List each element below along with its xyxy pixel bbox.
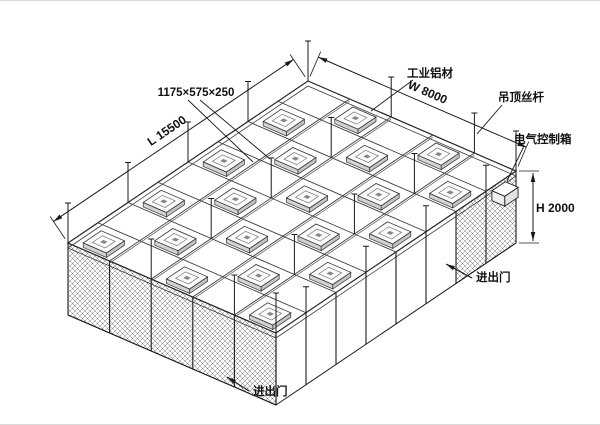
door-right-label: 进出门 xyxy=(476,270,511,284)
length-dimension-label: L 15500 xyxy=(145,112,189,148)
door-bottom-label: 进出门 xyxy=(253,384,288,398)
material-label: 工业铝材 xyxy=(407,66,453,80)
width-dimension-label: W 8000 xyxy=(406,78,450,107)
height-dimension-label: H 2000 xyxy=(536,201,575,215)
cell-dimension-label: 1175×575×250 xyxy=(158,87,235,99)
ceiling-rod-label: 吊顶丝杆 xyxy=(498,90,544,104)
control-box-label: 电气控制箱 xyxy=(514,132,572,146)
structure-linework xyxy=(49,40,539,406)
